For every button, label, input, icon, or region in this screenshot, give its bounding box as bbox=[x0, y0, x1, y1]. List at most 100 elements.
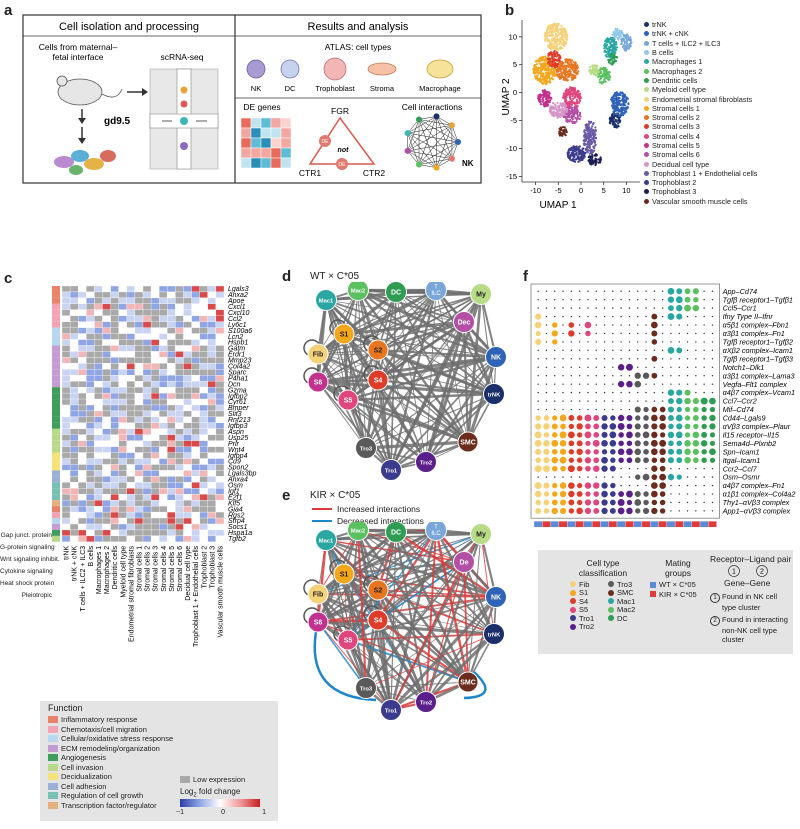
heatmap-cell bbox=[69, 404, 79, 412]
gene-label: Cyr61 bbox=[228, 399, 247, 406]
umap-point bbox=[589, 72, 593, 76]
heatmap-cell bbox=[69, 398, 79, 406]
dotplot-dot bbox=[543, 423, 550, 430]
dotplot-dot-empty bbox=[578, 476, 581, 478]
heatmap-cell bbox=[94, 375, 103, 382]
cell-type-icons bbox=[246, 57, 454, 81]
heatmap-cell bbox=[215, 446, 225, 453]
heatmap-cell bbox=[159, 476, 168, 483]
umap-point bbox=[572, 64, 576, 67]
heatmap-cell bbox=[215, 440, 225, 447]
network-edge bbox=[325, 539, 367, 689]
heatmap-cell bbox=[94, 529, 103, 537]
heatmap-cell bbox=[167, 416, 176, 423]
heatmap-cell bbox=[102, 500, 111, 507]
dotplot-dot bbox=[676, 440, 682, 447]
dotplot-dot-empty bbox=[670, 484, 672, 487]
umap-point bbox=[624, 44, 628, 47]
heatmap-cell bbox=[167, 476, 176, 483]
gene-label: Igf1 bbox=[228, 488, 240, 495]
heatmap-cell bbox=[78, 511, 87, 519]
dotplot-dot-empty bbox=[603, 400, 606, 402]
umap-legend-label: Macrophages 2 bbox=[652, 66, 703, 76]
heatmap-cell bbox=[94, 523, 103, 531]
heatmap-cell bbox=[199, 428, 208, 435]
umap-point bbox=[604, 54, 607, 57]
dotplot-frame bbox=[530, 283, 720, 519]
dotplot-dot-empty bbox=[637, 290, 639, 292]
dotplot-dot bbox=[576, 423, 583, 430]
heatmap-cell bbox=[102, 297, 111, 304]
umap-point bbox=[568, 107, 571, 110]
function-strip-cell bbox=[52, 529, 60, 536]
dotplot-dot-empty bbox=[537, 391, 539, 394]
umap-point bbox=[563, 42, 566, 45]
heatmap-cell bbox=[118, 309, 127, 316]
umap-legend-item: T cells + ILC2 + ILC3 bbox=[644, 39, 800, 48]
heatmap-cell bbox=[215, 369, 225, 376]
heatmap-cell bbox=[175, 315, 184, 322]
heatmap-cell bbox=[142, 434, 152, 441]
umap-point bbox=[611, 49, 614, 52]
celltype-legend-label: S1 bbox=[579, 588, 589, 598]
umap-point bbox=[545, 81, 549, 84]
heatmap-cell bbox=[159, 422, 168, 429]
umap-legend-label: Macrophages 1 bbox=[652, 57, 703, 67]
fgr-triangle bbox=[308, 116, 376, 170]
heatmap-cell bbox=[191, 535, 200, 542]
heatmap-cell bbox=[191, 517, 200, 525]
dotplot-dot-empty bbox=[711, 375, 714, 377]
heatmap-cell bbox=[207, 398, 217, 406]
umap-point bbox=[594, 129, 597, 132]
umap-xtick-label: -10 bbox=[530, 186, 541, 195]
umap-cluster-19 bbox=[558, 126, 568, 137]
umap-point bbox=[569, 158, 572, 161]
umap-point bbox=[537, 69, 540, 72]
heatmap-cell bbox=[183, 511, 192, 519]
heatmap-cell bbox=[110, 410, 119, 418]
heatmap-cell bbox=[183, 315, 192, 322]
dotplot-dot bbox=[626, 457, 633, 464]
dotplot-dot bbox=[559, 440, 567, 447]
dotplot-dot-empty bbox=[670, 324, 672, 326]
umap-point bbox=[546, 28, 549, 31]
mini-net-edge bbox=[436, 116, 459, 143]
heatmap-cell bbox=[167, 422, 176, 429]
umap-cluster-18 bbox=[587, 153, 602, 167]
network-node-S1 bbox=[333, 563, 355, 585]
heatmap-cell bbox=[69, 387, 79, 394]
dotplot-dot bbox=[593, 508, 600, 514]
umap-legend-label: Trophoblast 1 + Endothelial cells bbox=[652, 168, 758, 178]
dotplot-dot-empty bbox=[554, 307, 556, 309]
dotplot-dot bbox=[693, 406, 699, 413]
heatmap-cell bbox=[110, 458, 119, 465]
heatmap-cell bbox=[126, 369, 136, 376]
network-node-label: Mac2 bbox=[351, 289, 366, 295]
dotplot-dot bbox=[617, 422, 625, 430]
heatmap-cell bbox=[215, 488, 225, 495]
heatmap-cell bbox=[94, 321, 103, 328]
pair-label: Thy1–αVβ3 complex bbox=[723, 498, 790, 507]
heatmap-cell bbox=[110, 511, 119, 519]
umap-point bbox=[613, 32, 616, 36]
heatmap-cell bbox=[118, 357, 127, 364]
heatmap-cell bbox=[61, 345, 71, 352]
umap-point bbox=[565, 113, 568, 116]
heatmap-cell bbox=[215, 375, 225, 382]
function-legend-label: Decidualization bbox=[61, 772, 112, 782]
heatmap-cell bbox=[159, 500, 168, 507]
heatmap-cell bbox=[159, 398, 168, 406]
gene-gene: Gene–Gene bbox=[724, 578, 771, 588]
heatmap-cell bbox=[175, 404, 184, 412]
a-nk: NK bbox=[462, 159, 474, 168]
dotplot-dot-empty bbox=[703, 510, 705, 512]
heatmap-cell bbox=[167, 517, 176, 525]
celltype-dot-icon bbox=[570, 598, 576, 605]
umap-point bbox=[595, 69, 598, 72]
umap-point bbox=[592, 129, 595, 132]
dotplot-dot bbox=[617, 414, 625, 422]
umap-point bbox=[563, 64, 566, 67]
dotplot-dot-empty bbox=[537, 400, 539, 402]
